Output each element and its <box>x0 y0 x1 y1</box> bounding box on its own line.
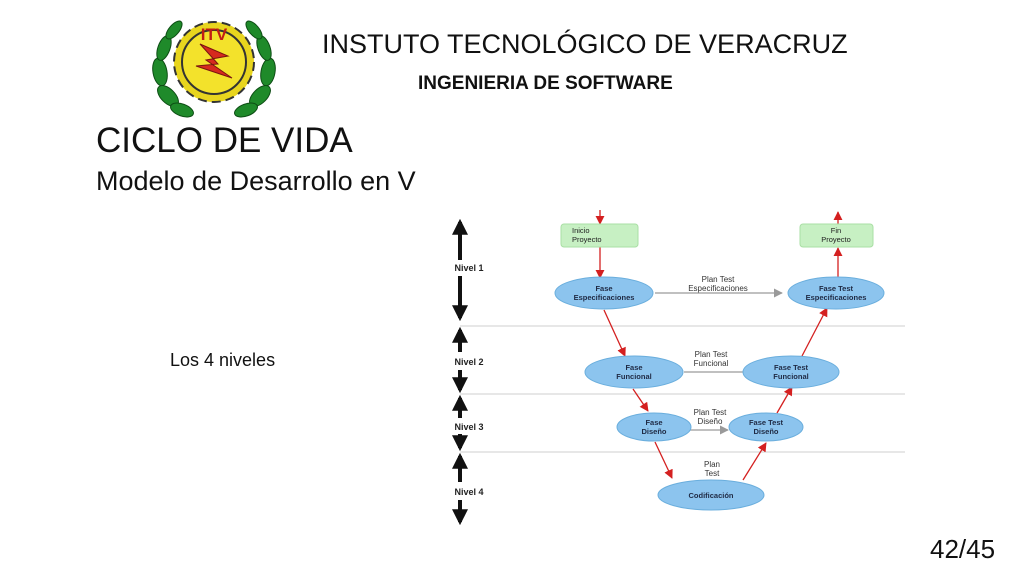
plan-code-label: Test <box>705 469 720 478</box>
code-phase-node: Codificación <box>657 479 765 511</box>
v-model-diagram: Nivel 1 Nivel 2 Nivel 3 Nivel 4 Inicio P… <box>452 210 905 526</box>
svg-text:Funcional: Funcional <box>616 372 651 381</box>
svg-text:Especificaciones: Especificaciones <box>806 293 867 302</box>
func-phase-node: Fase Funcional <box>584 355 684 389</box>
test-design-phase-node: Fase Test Diseño <box>728 412 804 442</box>
levels-note: Los 4 niveles <box>170 350 276 370</box>
gear-icon <box>173 21 255 103</box>
laurel-right-icon <box>234 20 276 118</box>
itv-logo: ITV <box>152 20 276 118</box>
plan-func-label: Plan Test <box>695 350 729 359</box>
design-phase-node: Fase Diseño <box>616 412 692 442</box>
svg-text:Funcional: Funcional <box>773 372 808 381</box>
svg-text:Inicio: Inicio <box>572 226 590 235</box>
svg-text:Especificaciones: Especificaciones <box>574 293 635 302</box>
svg-text:Fase: Fase <box>595 284 612 293</box>
page-number: 42/45 <box>930 534 996 564</box>
test-spec-phase-node: Fase Test Especificaciones <box>787 276 885 310</box>
plan-spec-label: Plan Test <box>702 275 736 284</box>
svg-text:Proyecto: Proyecto <box>572 235 602 244</box>
func-to-design-arrow <box>632 388 649 412</box>
level-2-label: Nivel 2 <box>454 357 483 367</box>
svg-text:Fase Test: Fase Test <box>774 363 809 372</box>
spec-phase-node: Fase Especificaciones <box>554 276 654 310</box>
slide-title: CICLO DE VIDA <box>96 121 353 160</box>
slide-subtitle: Modelo de Desarrollo en V <box>96 166 416 196</box>
svg-text:Diseño: Diseño <box>753 427 778 436</box>
level-4-label: Nivel 4 <box>454 487 483 497</box>
test-func-to-test-spec-arrow <box>801 307 828 357</box>
svg-text:Fase Test: Fase Test <box>819 284 854 293</box>
plan-spec-label: Especificaciones <box>688 284 748 293</box>
level-separators <box>460 325 905 453</box>
code-to-test-design-arrow <box>742 442 767 481</box>
end-box: Fin Proyecto <box>799 223 874 248</box>
plan-design-label: Diseño <box>698 417 723 426</box>
laurel-left-icon <box>152 20 194 118</box>
svg-text:Codificación: Codificación <box>688 491 733 500</box>
start-box: Inicio Proyecto <box>560 223 639 248</box>
test-design-to-test-func-arrow <box>776 386 793 414</box>
institution-name: INSTUTO TECNOLÓGICO DE VERACRUZ <box>322 29 848 59</box>
plan-func-label: Funcional <box>694 359 729 368</box>
svg-text:Fase Test: Fase Test <box>749 418 784 427</box>
level-3-label: Nivel 3 <box>454 422 483 432</box>
test-func-phase-node: Fase Test Funcional <box>742 355 840 389</box>
logo-text: ITV <box>201 25 228 44</box>
plan-design-label: Plan Test <box>694 408 728 417</box>
level-1-label: Nivel 1 <box>454 263 483 273</box>
svg-text:Diseño: Diseño <box>641 427 666 436</box>
design-to-code-arrow <box>654 441 673 479</box>
spec-to-func-arrow <box>603 309 626 357</box>
svg-text:Fase: Fase <box>645 418 662 427</box>
svg-text:Fin: Fin <box>831 226 841 235</box>
plan-code-label: Plan <box>704 460 720 469</box>
department-name: INGENIERIA DE SOFTWARE <box>418 73 673 94</box>
svg-text:Proyecto: Proyecto <box>821 235 851 244</box>
svg-text:Fase: Fase <box>625 363 642 372</box>
